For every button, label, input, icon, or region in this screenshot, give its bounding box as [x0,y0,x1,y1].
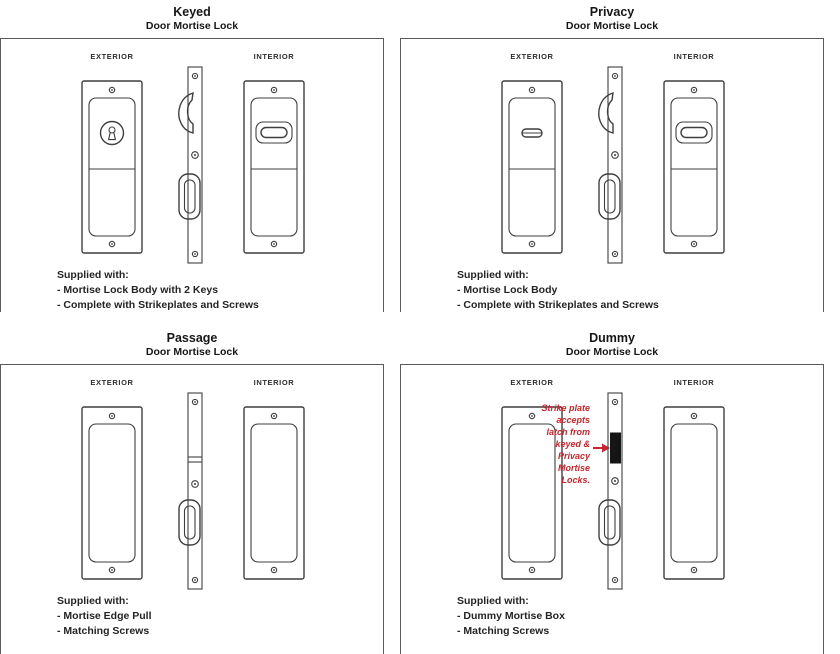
interior-plate [243,80,305,254]
key-cylinder-icon [99,120,125,146]
annotation-line: Locks. [561,475,590,485]
edge-pull-icon [598,499,621,546]
interior-plate [663,80,725,254]
panel-subtitle: Door Mortise Lock [145,20,239,32]
panel-subtitle: Door Mortise Lock [145,346,239,358]
supplied-list: Supplied with: - Dummy Mortise Box - Mat… [401,594,823,639]
panel-title: Privacy [589,5,635,19]
panel-title: Dummy [589,331,635,345]
interior-plate [663,406,725,580]
supplied-heading: Supplied with: [57,269,129,281]
panel-box: EXTERIOR INTERIOR [0,364,384,654]
exterior-label: EXTERIOR [510,378,553,387]
edge-pull-icon [598,173,621,220]
annotation-line: keyed & [555,439,590,449]
panel-passage: Passage Door Mortise Lock EXTERIOR INTER… [0,326,384,654]
thumbturn-icon [255,121,293,144]
supplied-item: - Matching Screws [457,625,550,637]
exterior-label: EXTERIOR [510,52,553,61]
door-edge [598,66,623,264]
latch-hook-icon [178,92,194,134]
supplied-list: Supplied with: - Mortise Lock Body with … [1,268,383,313]
edge-pull-icon [178,173,201,220]
supplied-heading: Supplied with: [57,595,129,607]
exterior-plate [501,406,563,580]
panel-keyed: Keyed Door Mortise Lock EXTERIOR INTERIO… [0,0,384,312]
supplied-item: - Complete with Strikeplates and Screws [57,299,259,311]
panel-title: Passage [166,331,218,345]
panel-subtitle: Door Mortise Lock [565,20,659,32]
panel-box: EXTERIOR INTERIOR [0,38,384,312]
supplied-item: - Matching Screws [57,625,150,637]
door-edge [598,392,623,590]
keyed-lock-diagram: EXTERIOR INTERIOR [81,52,305,264]
edge-pull-icon [178,499,201,546]
interior-plate [243,406,305,580]
panel-privacy: Privacy Door Mortise Lock EXTERIOR INTER… [400,0,824,312]
exterior-plate [81,406,143,580]
panel-subtitle: Door Mortise Lock [565,346,659,358]
supplied-item: - Complete with Strikeplates and Screws [457,299,659,311]
supplied-item: - Mortise Edge Pull [57,610,152,622]
passage-lock-diagram: EXTERIOR INTERIOR [81,378,305,590]
exterior-plate [501,80,563,254]
exterior-label: EXTERIOR [90,378,133,387]
interior-label: INTERIOR [254,52,295,61]
exterior-label: EXTERIOR [90,52,133,61]
annotation-line: latch from [546,427,590,437]
door-edge [178,66,203,264]
strike-plate-cutout [610,432,621,464]
annotation-line: Mortise [558,463,590,473]
supplied-heading: Supplied with: [457,595,529,607]
annotation-line: accepts [556,415,590,425]
strike-plate-annotation: Strike plate accepts latch from keyed & … [541,403,610,485]
thumbturn-icon [675,121,713,144]
interior-label: INTERIOR [674,378,715,387]
red-arrow-icon [593,443,610,453]
interior-label: INTERIOR [254,378,295,387]
coin-slot-icon [521,128,543,138]
annotation-line: Privacy [558,451,591,461]
panel-box: EXTERIOR INTERIOR [400,38,824,312]
latch-hook-icon [598,92,614,134]
privacy-lock-diagram: EXTERIOR INTERIOR [501,52,725,264]
door-edge [178,392,203,590]
supplied-heading: Supplied with: [457,269,529,281]
supplied-item: - Mortise Lock Body [457,284,558,296]
annotation-line: Strike plate [541,403,590,413]
supplied-item: - Dummy Mortise Box [457,610,565,622]
panel-box: EXTERIOR INTERIOR Strike plate accepts l… [400,364,824,654]
supplied-item: - Mortise Lock Body with 2 Keys [57,284,219,296]
exterior-plate [81,80,143,254]
panel-title: Keyed [173,5,211,19]
supplied-list: Supplied with: - Mortise Lock Body - Com… [401,268,823,313]
supplied-list: Supplied with: - Mortise Edge Pull - Mat… [1,594,383,639]
panel-dummy: Dummy Door Mortise Lock EXTERIOR INTERIO… [400,326,824,654]
interior-label: INTERIOR [674,52,715,61]
dummy-lock-diagram: EXTERIOR INTERIOR Strike plate accepts l… [501,378,725,590]
